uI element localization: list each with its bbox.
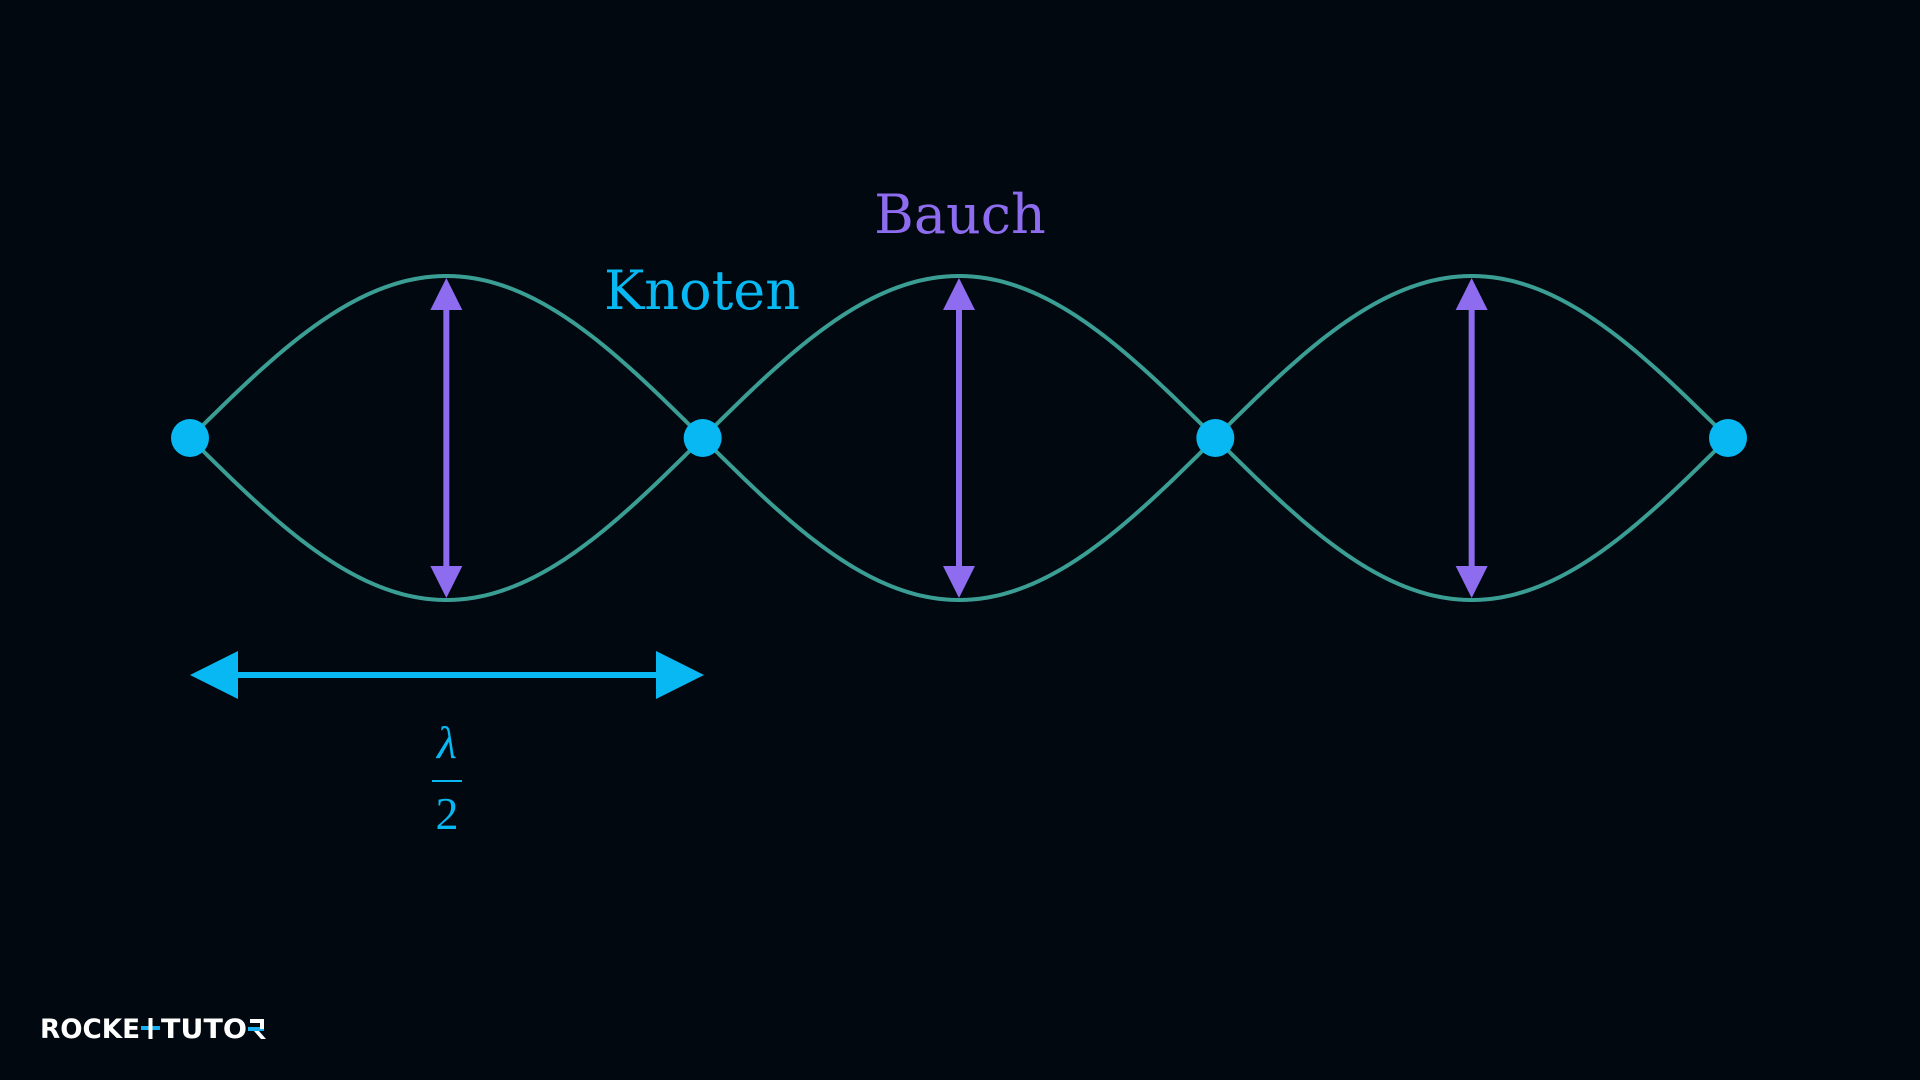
antinode-arrowhead-bottom [430, 566, 463, 598]
antinode-arrow [1455, 278, 1488, 598]
fraction-numerator: λ [435, 717, 457, 768]
logo-text-tuto: TUTO [161, 1014, 247, 1045]
half-wavelength-fraction: λ 2 [432, 717, 462, 839]
fraction-denominator: 2 [436, 788, 459, 839]
antinode-arrows [430, 278, 1488, 598]
antinode-label: Bauch [874, 183, 1046, 246]
antinode-arrowhead-top [943, 278, 975, 310]
arrowhead-left [190, 651, 238, 699]
nodes [171, 419, 1747, 457]
wave-upper-envelope [188, 273, 1730, 441]
antinode-arrowhead-bottom [1455, 566, 1488, 598]
node-dot [1709, 419, 1747, 457]
antinode-arrow [430, 278, 463, 598]
antinode-arrow [943, 278, 975, 598]
antinode-arrowhead-bottom [943, 566, 975, 598]
half-wavelength-arrow [190, 651, 704, 699]
logo-plus-icon [141, 1018, 160, 1039]
node-dot [683, 419, 722, 457]
logo-r-icon [248, 1019, 266, 1039]
logo: ROCKE TUTO [40, 1014, 266, 1045]
node-dot [171, 419, 209, 457]
wave-lower-envelope [188, 435, 1730, 603]
arrowhead-right [656, 651, 704, 699]
node-dot [1196, 419, 1235, 457]
antinode-arrowhead-top [1455, 278, 1488, 310]
antinode-arrowhead-top [430, 278, 463, 310]
logo-text-rocke: ROCKE [40, 1014, 140, 1045]
node-label: Knoten [604, 259, 800, 322]
